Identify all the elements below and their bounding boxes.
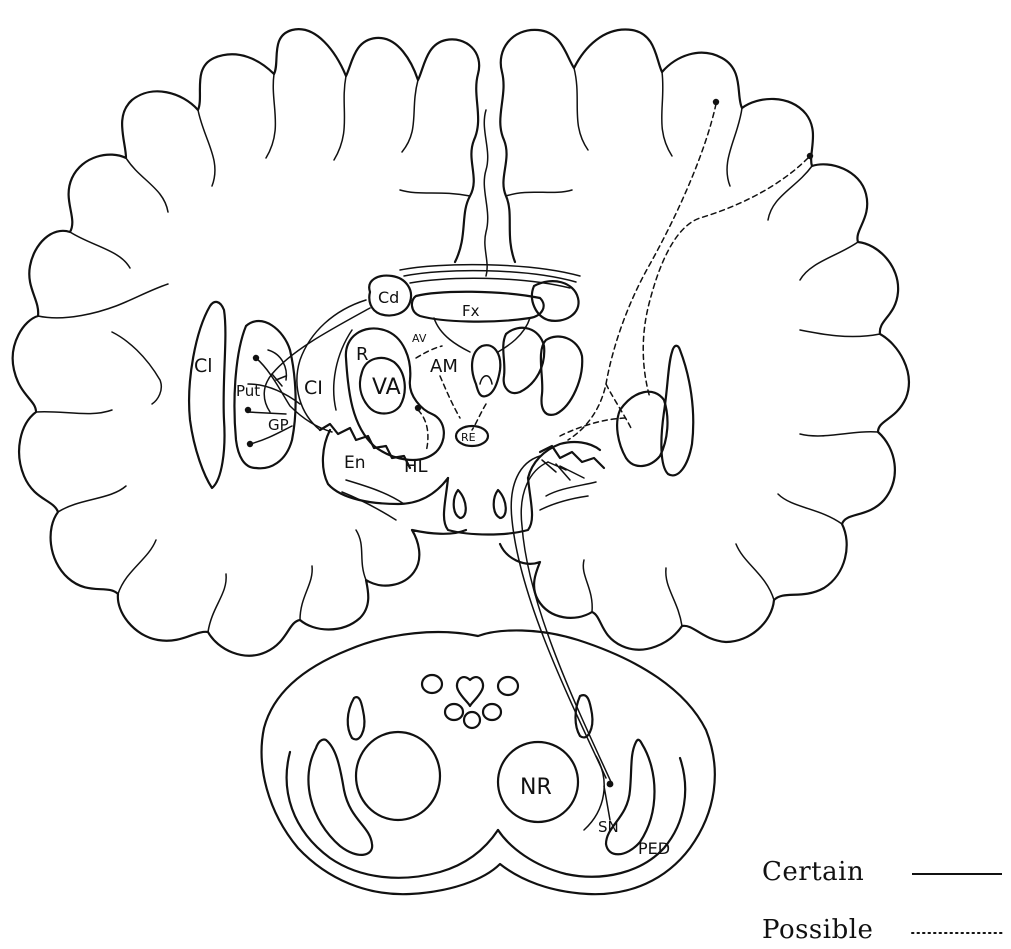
corpus-callosum-lines: [400, 265, 580, 288]
right-lentiform-region: [617, 392, 667, 466]
label-ped: PED: [638, 839, 670, 858]
label-sn: SN: [598, 818, 619, 836]
label-cd: Cd: [378, 288, 399, 307]
label-r: R: [356, 344, 369, 365]
certain-pathway: [248, 308, 612, 820]
label-av: AV: [412, 332, 427, 345]
label-fx: Fx: [462, 302, 480, 320]
label-put: Put: [236, 382, 260, 400]
label-va: VA: [372, 375, 401, 400]
legend-possible-label: Possible: [762, 915, 873, 945]
label-gp: GP: [268, 416, 289, 434]
central-diencephalon: [297, 276, 604, 535]
legend: Certain Possible: [762, 857, 1002, 945]
label-ci: CI: [304, 377, 323, 399]
interhemispheric-fissure: [484, 110, 487, 276]
pathway-endpoints: [245, 99, 813, 788]
label-en: En: [344, 453, 366, 473]
left-claustrum: [189, 302, 225, 488]
label-am: AM: [430, 356, 458, 377]
label-nr: NR: [520, 775, 552, 800]
label-hl: HL: [404, 456, 428, 477]
right-hemisphere-sulci: [506, 68, 880, 626]
legend-certain-label: Certain: [762, 857, 864, 887]
structure-labels: Cd Fx AV AM R VA RE Cl CI Put GP En HL N…: [194, 288, 670, 858]
label-cl-left: Cl: [194, 355, 213, 377]
right-hemisphere-outline: [500, 30, 909, 650]
label-re: RE: [461, 431, 476, 444]
left-hemisphere-outline: [13, 29, 479, 655]
left-hemisphere-sulci: [36, 74, 470, 632]
